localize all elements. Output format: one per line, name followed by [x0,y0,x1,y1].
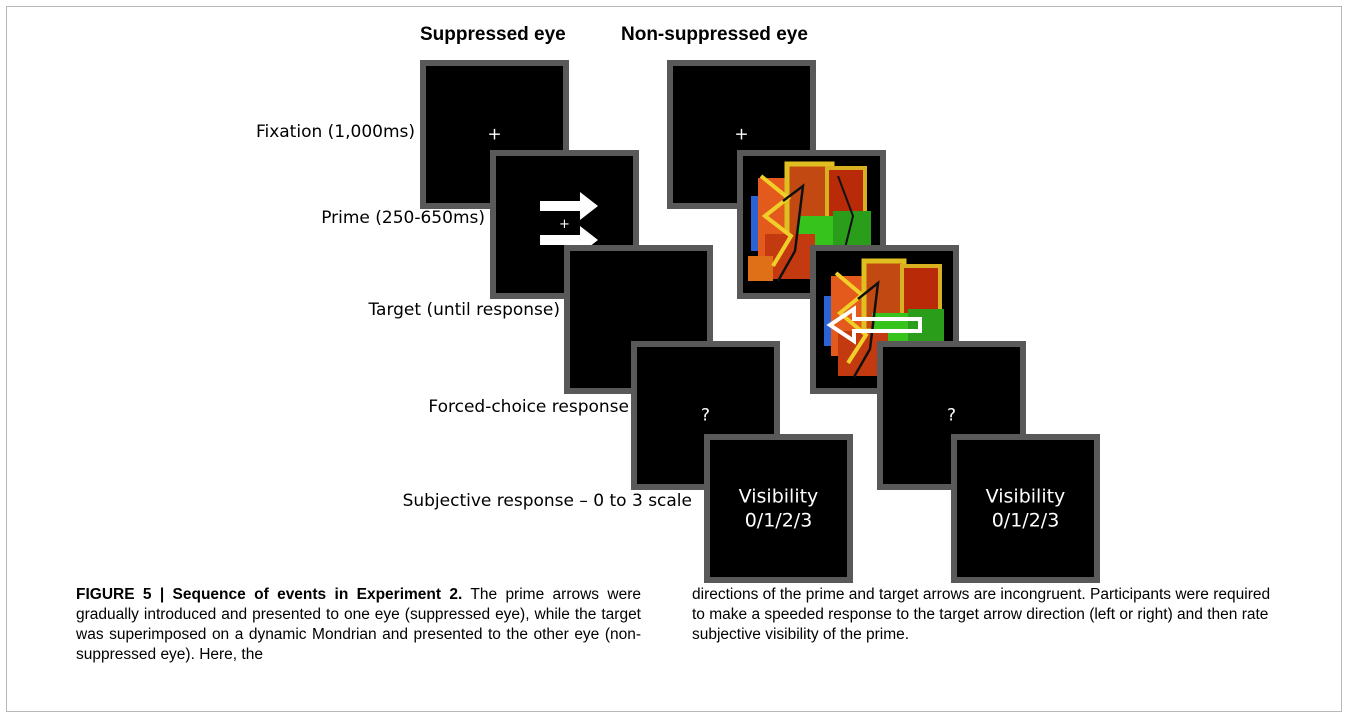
step-label-target: Target (until response) [368,300,560,320]
question-mark: ? [700,404,711,425]
visibility-title: Visibility [738,484,819,507]
visibility-scale: 0/1/2/3 [991,509,1060,532]
screen-nonsuppressed-visibility: Visibility 0/1/2/3 [951,434,1100,583]
suppressed-eye-title: Suppressed eye [420,24,566,45]
screen-suppressed-visibility: Visibility 0/1/2/3 [704,434,853,583]
caption-left-text: The prime arrows were gradually introduc… [76,586,641,663]
step-label-subjective: Subjective response – 0 to 3 scale [402,491,692,511]
visibility-title: Visibility [985,484,1066,507]
step-label-prime: Prime (250-650ms) [321,208,485,228]
target-arrow-left [826,305,922,345]
caption-right: directions of the prime and target arrow… [692,585,1272,645]
figure-label: FIGURE 5 | Sequence of events in Experim… [76,586,463,603]
visibility-prompt: Visibility 0/1/2/3 [710,484,847,533]
fixation-cross: + [487,123,502,144]
nonsuppressed-eye-title: Non-suppressed eye [621,24,808,45]
visibility-scale: 0/1/2/3 [744,509,813,532]
prime-arrow-upper [540,192,598,220]
question-mark: ? [946,404,957,425]
caption-right-text: directions of the prime and target arrow… [692,586,1271,643]
fixation-cross: + [734,123,749,144]
prime-fixation-cross: + [559,216,570,232]
step-label-fixation: Fixation (1,000ms) [255,122,415,142]
step-label-forced-choice: Forced-choice response [428,397,629,417]
caption-left: FIGURE 5 | Sequence of events in Experim… [76,585,641,665]
visibility-prompt: Visibility 0/1/2/3 [957,484,1094,533]
